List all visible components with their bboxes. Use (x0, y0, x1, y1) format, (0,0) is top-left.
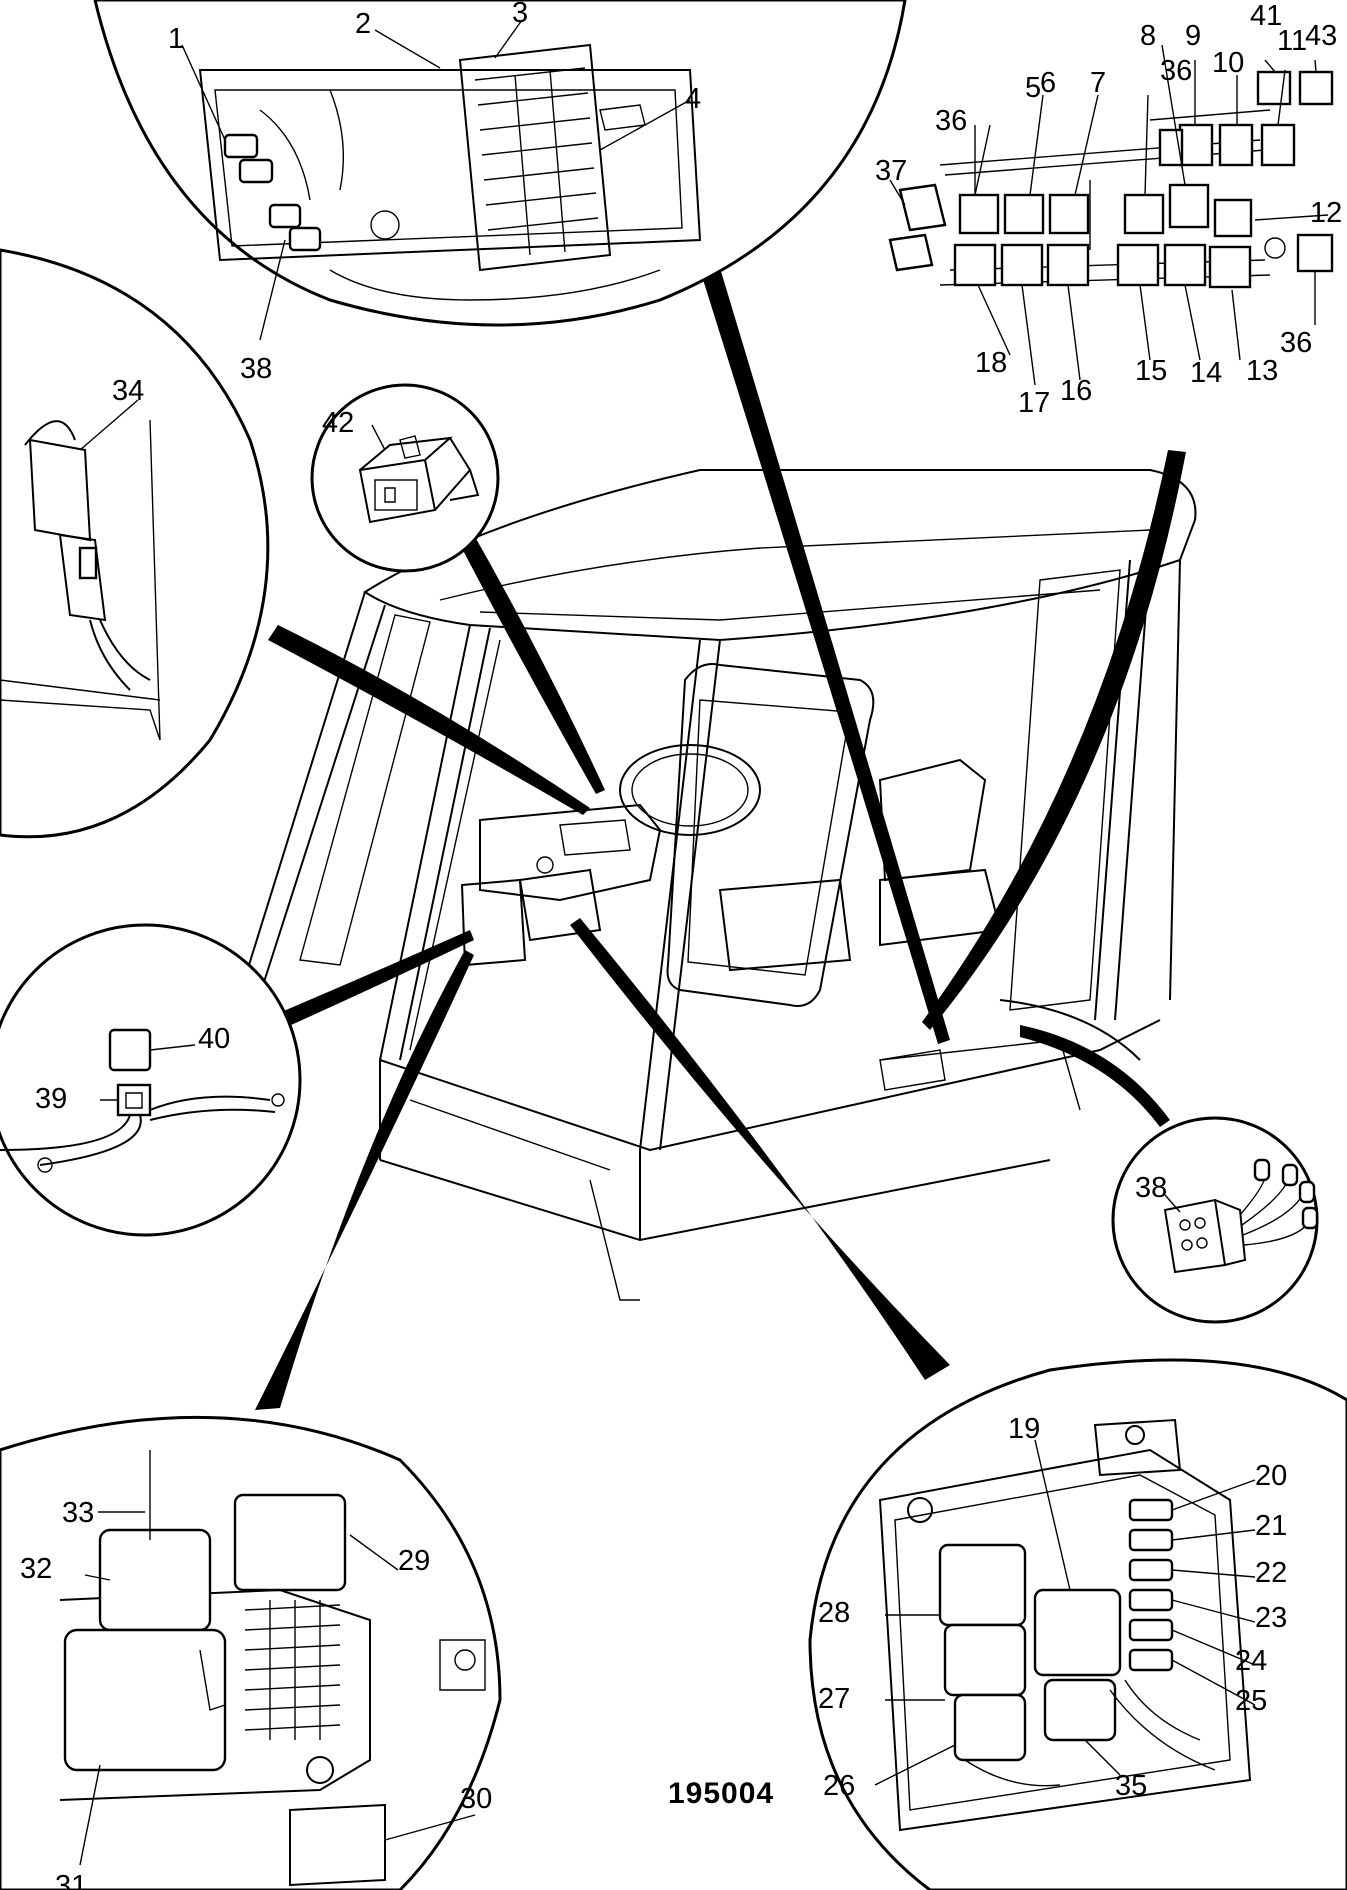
label-4: 4 (685, 83, 701, 115)
label-29: 29 (398, 1545, 430, 1577)
label-9: 9 (1185, 20, 1201, 52)
switch-callout (0, 248, 270, 839)
lower-right-relays-callout (808, 1358, 1347, 1890)
label-3: 3 (512, 0, 528, 29)
label-19: 19 (1008, 1413, 1040, 1445)
label-43: 43 (1305, 20, 1337, 52)
label-16: 16 (1060, 375, 1092, 407)
label-13: 13 (1246, 355, 1278, 387)
label-28: 28 (818, 1597, 850, 1629)
label-12: 12 (1310, 197, 1342, 229)
label-33: 33 (62, 1497, 94, 1529)
fusebox-callout (93, 0, 907, 327)
label-34: 34 (112, 375, 144, 407)
label-38-top: 38 (240, 353, 272, 385)
label-36-c: 36 (1280, 327, 1312, 359)
flasher-callout (0, 923, 302, 1237)
label-42: 42 (322, 407, 354, 439)
label-27: 27 (818, 1683, 850, 1715)
label-15: 15 (1135, 355, 1167, 387)
label-2: 2 (355, 8, 371, 40)
label-1: 1 (168, 23, 184, 55)
label-7: 7 (1090, 67, 1106, 99)
connector-38-callout (1111, 1116, 1319, 1324)
label-21: 21 (1255, 1510, 1287, 1542)
label-17: 17 (1018, 387, 1050, 419)
reference-number: 195004 (668, 1777, 774, 1810)
lower-left-relays-callout (0, 1415, 502, 1890)
label-38-right: 38 (1135, 1172, 1167, 1204)
label-25: 25 (1235, 1685, 1267, 1717)
label-40: 40 (198, 1023, 230, 1055)
label-20: 20 (1255, 1460, 1287, 1492)
label-6: 6 (1040, 67, 1056, 99)
label-24: 24 (1235, 1645, 1267, 1677)
terminal-grid (244, 1600, 341, 1740)
label-5: 5 (1025, 72, 1041, 104)
relay-bank (888, 70, 1334, 289)
label-41: 41 (1250, 0, 1282, 32)
label-23: 23 (1255, 1602, 1287, 1634)
label-18: 18 (975, 347, 1007, 379)
label-11: 11 (1277, 25, 1307, 57)
label-8: 8 (1140, 20, 1156, 52)
label-10: 10 (1212, 47, 1244, 79)
label-36-b: 36 (1160, 55, 1192, 87)
label-35: 35 (1115, 1770, 1147, 1802)
fuse-grid (458, 43, 612, 272)
label-30: 30 (460, 1783, 492, 1815)
callout-labels: 1 2 3 4 38 5 6 7 8 9 10 11 12 13 14 15 1… (20, 0, 1342, 1890)
label-39: 39 (35, 1083, 67, 1115)
fuse-strip (1128, 1498, 1174, 1672)
label-22: 22 (1255, 1557, 1287, 1589)
leader-lines (79, 19, 1329, 1866)
leader-bands (255, 268, 1186, 1410)
label-31: 31 (55, 1870, 87, 1890)
cab-outline (234, 469, 1197, 1301)
label-36-a: 36 (935, 105, 967, 137)
connector-42-callout (310, 383, 500, 573)
label-14: 14 (1190, 357, 1222, 389)
label-26: 26 (823, 1770, 855, 1802)
label-32: 32 (20, 1553, 52, 1585)
label-37: 37 (875, 155, 907, 187)
